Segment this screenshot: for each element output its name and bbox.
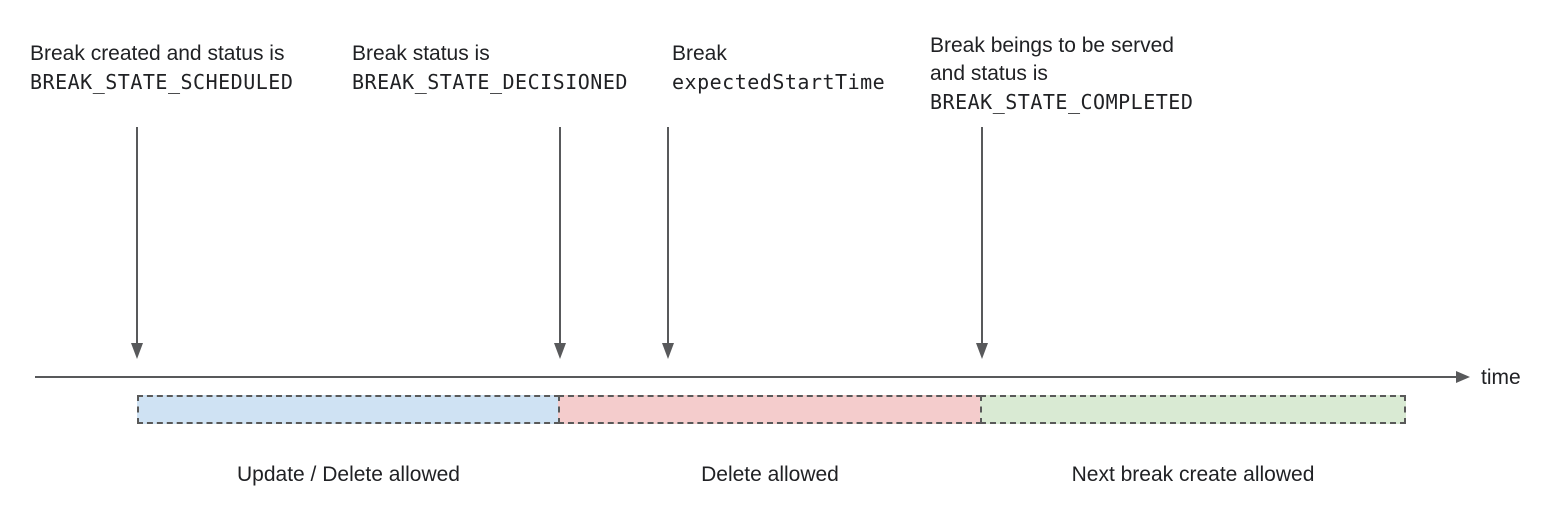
annotation-text: Break beings to be served bbox=[930, 34, 1174, 57]
annotation-break-scheduled: Break created and status is BREAK_STATE_… bbox=[30, 40, 293, 96]
segment-delete-allowed bbox=[558, 395, 982, 424]
annotation-text: Break created and status is bbox=[30, 42, 285, 65]
time-axis-label: time bbox=[1481, 366, 1521, 389]
annotation-break-decisioned: Break status is BREAK_STATE_DECISIONED bbox=[352, 40, 628, 96]
segment-label-delete: Delete allowed bbox=[701, 463, 839, 486]
segment-update-delete-allowed bbox=[137, 395, 560, 424]
annotation-state-code: BREAK_STATE_SCHEDULED bbox=[30, 70, 294, 94]
segment-label-update-delete: Update / Delete allowed bbox=[237, 463, 460, 486]
annotation-state-code: BREAK_STATE_DECISIONED bbox=[352, 70, 628, 94]
time-axis bbox=[35, 376, 1456, 378]
annotation-field-code: expectedStartTime bbox=[672, 70, 886, 94]
annotation-break-completed: Break beings to be served and status is … bbox=[930, 32, 1193, 116]
annotation-text: Break bbox=[672, 42, 727, 65]
annotation-expected-start-time: Break expectedStartTime bbox=[672, 40, 885, 96]
annotation-state-code: BREAK_STATE_COMPLETED bbox=[930, 90, 1194, 114]
segment-label-next-break: Next break create allowed bbox=[1071, 463, 1315, 486]
segment-next-break-create bbox=[980, 395, 1406, 424]
right-arrow-icon bbox=[1456, 371, 1470, 383]
annotation-text: and status is bbox=[930, 62, 1048, 85]
annotation-text: Break status is bbox=[352, 42, 490, 65]
